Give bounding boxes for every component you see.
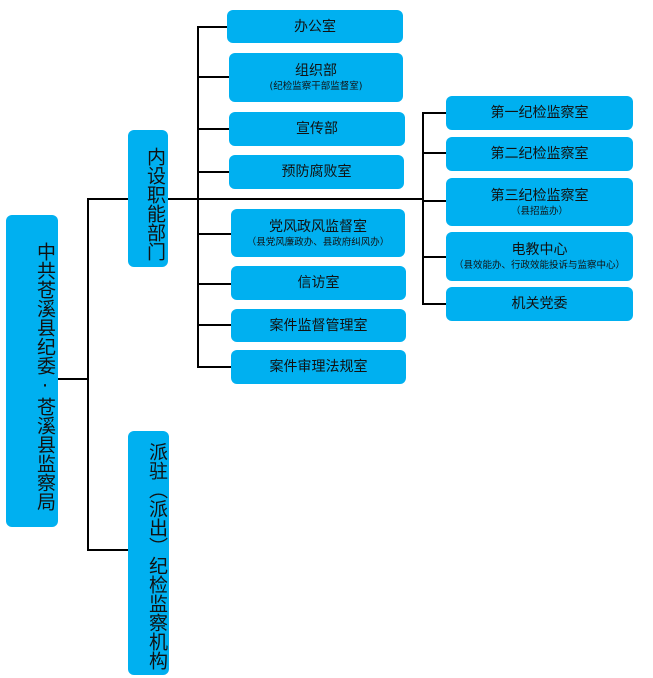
connector-internal-7: [197, 324, 231, 326]
root-node: 中共苍溪县纪委·苍溪县监察局: [6, 215, 58, 527]
connector-right-3: [422, 200, 446, 202]
root-label: 中共苍溪县纪委·苍溪县监察局: [34, 241, 56, 511]
connector-internal-trunk: [197, 26, 199, 368]
connector-internal-1: [197, 26, 227, 28]
dept-title: 党风政风监督室: [269, 218, 367, 235]
connector-right-1: [422, 112, 446, 114]
connector-right-2: [422, 152, 446, 154]
branch-label: 派驻（派出）纪检监察机构: [146, 442, 168, 670]
dept-title: 第三纪检监察室: [490, 187, 589, 204]
dept-publicity: 宣传部: [229, 112, 405, 146]
dept-case-review: 案件审理法规室: [231, 350, 406, 384]
dept-case-supervision: 案件监督管理室: [231, 309, 406, 342]
connector-internal-2: [197, 76, 229, 78]
connector-internal-5: [197, 233, 231, 235]
dept-organization: 组织部 (纪检监察干部监督室): [229, 53, 403, 102]
dept-title: 预防腐败室: [281, 164, 352, 180]
branch-dispatched-agencies: 派驻（派出）纪检监察机构: [128, 431, 169, 675]
dept-party-committee: 机关党委: [446, 287, 633, 321]
dept-title: 宣传部: [296, 121, 338, 137]
connector-internal-4: [197, 171, 229, 173]
dept-petitions: 信访室: [231, 266, 406, 300]
dept-subtitle: （县招监办）: [510, 205, 568, 217]
dept-title: 组织部: [295, 63, 337, 79]
dept-title: 案件监督管理室: [269, 317, 368, 334]
branch-label: 内设职能部门: [144, 146, 166, 261]
connector-internal-8: [197, 366, 231, 368]
dept-subtitle: （县效能办、行政效能投诉与监察中心）: [453, 260, 625, 271]
dept-title: 机关党委: [511, 296, 568, 312]
connector-internal-3: [197, 128, 229, 130]
dept-audiovisual-center: 电教中心 （县效能办、行政效能投诉与监察中心）: [446, 232, 633, 281]
connector-right-5: [422, 303, 446, 305]
dept-office: 办公室: [227, 10, 403, 43]
dept-title: 案件审理法规室: [269, 359, 368, 375]
connector-internal-stem: [167, 198, 423, 200]
connector-branch-1: [87, 198, 128, 200]
dept-subtitle: (纪检监察干部监督室): [269, 81, 363, 92]
dept-title: 信访室: [297, 275, 340, 291]
dept-title: 第一纪检监察室: [490, 105, 589, 121]
connector-root: [58, 378, 88, 380]
connector-right-4: [422, 256, 446, 258]
dept-subtitle: （县党风廉政办、县政府纠风办）: [246, 236, 390, 248]
dept-title: 第二纪检监察室: [490, 146, 589, 162]
dept-corruption-prevention: 预防腐败室: [229, 155, 404, 189]
connector-root-trunk: [87, 198, 89, 550]
dept-first-inspection-office: 第一纪检监察室: [446, 96, 633, 130]
dept-conduct-supervision: 党风政风监督室 （县党风廉政办、县政府纠风办）: [231, 209, 405, 257]
dept-third-inspection-office: 第三纪检监察室 （县招监办）: [446, 178, 633, 226]
branch-internal-departments: 内设职能部门: [128, 130, 168, 267]
dept-second-inspection-office: 第二纪检监察室: [446, 137, 633, 171]
dept-title: 办公室: [294, 18, 336, 35]
connector-right-trunk: [422, 112, 424, 304]
dept-title: 电教中心: [511, 242, 568, 258]
connector-branch-2: [87, 549, 128, 551]
connector-internal-6: [197, 283, 231, 285]
